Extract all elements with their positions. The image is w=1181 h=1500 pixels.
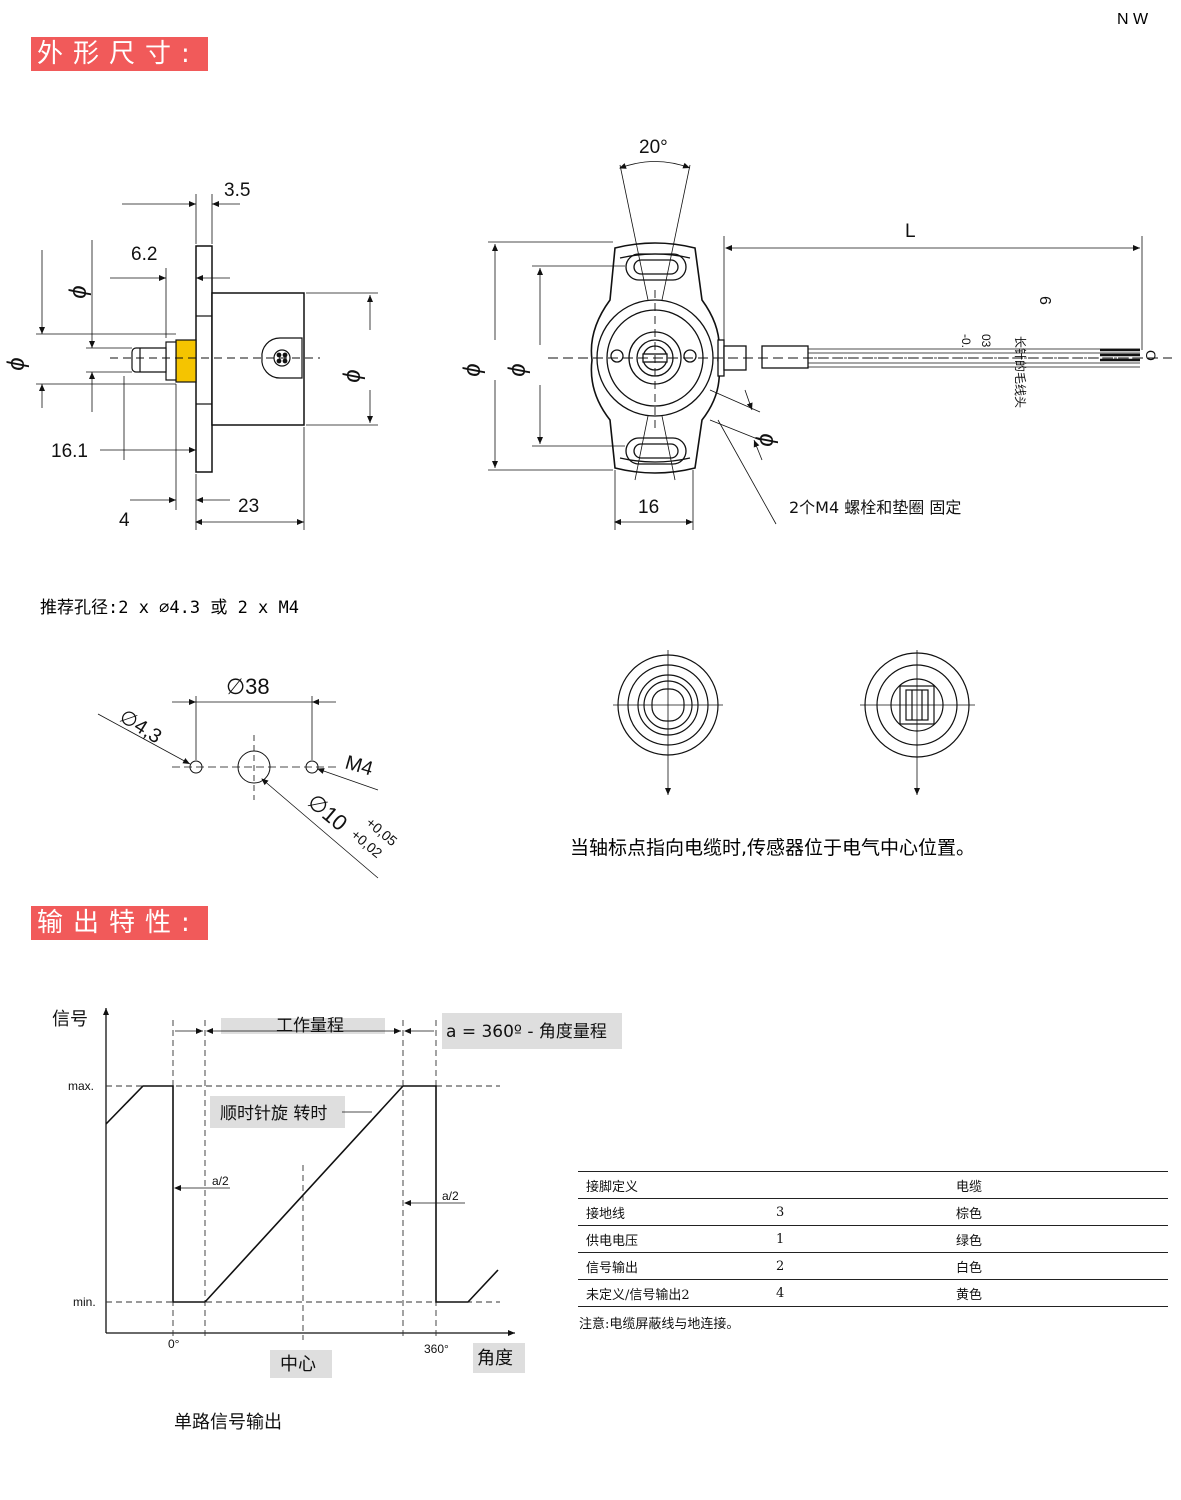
shaft-position-left — [613, 650, 723, 795]
side-view — [36, 194, 378, 530]
y-axis-label: 信号 — [52, 1009, 88, 1030]
mount-slot-top — [625, 253, 687, 281]
table-cell: 供电电压 — [578, 1225, 768, 1253]
center-hole — [237, 750, 271, 784]
table-header-cell — [768, 1171, 948, 1199]
side-view-labels: 3.5 6.2 ϕ ϕ ϕ 16.1 4 23 — [3, 180, 366, 531]
dim-6: 6 — [1036, 296, 1053, 305]
table-cell: 4 — [768, 1279, 948, 1307]
dim-phi-hole: ϕ — [752, 433, 779, 446]
dim-phi-collar: ϕ — [3, 357, 30, 370]
full-label: 360° — [424, 1342, 449, 1356]
table-cell: 黄色 — [948, 1279, 1168, 1307]
table-cell: 未定义/信号输出2 — [578, 1279, 768, 1307]
table-header-row: 接脚定义 电缆 — [578, 1171, 1168, 1199]
min-label: min. — [73, 1295, 96, 1309]
front-view — [488, 161, 1172, 530]
table-cell: 2 — [768, 1252, 948, 1280]
dim-10: ∅10 — [303, 789, 353, 836]
table-header-cell: 接脚定义 — [578, 1171, 768, 1199]
dim-16: 16 — [638, 497, 659, 518]
hole-left — [189, 760, 203, 774]
table-row: 未定义/信号输出2 4 黄色 — [578, 1279, 1168, 1307]
table-header-cell: 电缆 — [948, 1171, 1168, 1199]
table-cell: 3 — [768, 1198, 948, 1226]
chart-caption: 单路信号输出 — [174, 1412, 282, 1433]
output-chart-labels: 信号 角度 max. min. 0° 360° 中心 工作量程 a = 360º… — [52, 1009, 607, 1433]
table-cell: 绿色 — [948, 1225, 1168, 1253]
dim-16-1: 16.1 — [51, 441, 88, 462]
x-axis-label: 角度 — [477, 1348, 513, 1369]
corner-mark: N W — [1117, 11, 1149, 28]
hole-pattern — [97, 696, 379, 879]
table-row: 信号输出 2 白色 — [578, 1252, 1168, 1280]
shaft — [131, 347, 167, 373]
output-section-title: 输出特性: — [31, 906, 208, 940]
cable-sleeve — [761, 345, 809, 369]
position-note: 当轴标点指向电缆时,传感器位于电气中心位置。 — [570, 837, 975, 859]
dim-L: L — [905, 221, 916, 242]
half-a-left: a/2 — [212, 1174, 229, 1188]
dimensions-section-title: 外形尺寸: — [31, 37, 208, 71]
mount-slot-bottom — [625, 437, 687, 465]
center-label: 中心 — [280, 1354, 316, 1375]
table-cell: 白色 — [948, 1252, 1168, 1280]
shaft-collar — [175, 339, 197, 383]
table-cell: 1 — [768, 1225, 948, 1253]
dim-phi-inner: ϕ — [504, 363, 531, 376]
cable-text-1: -0. — [959, 334, 973, 348]
rotation-label: 顺时针旋 转时 — [220, 1104, 327, 1124]
dim-23: 23 — [238, 496, 259, 517]
half-a-right: a/2 — [442, 1189, 459, 1203]
flange-plate — [195, 245, 213, 473]
shaft-position-views — [613, 650, 975, 795]
table-cell: 棕色 — [948, 1198, 1168, 1226]
dim-38: ∅38 — [226, 674, 270, 699]
dim-3-5: 3.5 — [224, 180, 250, 201]
dim-m4: M4 — [343, 752, 376, 781]
dim-phi-shaft: ϕ — [65, 285, 92, 298]
table-row: 供电电压 1 绿色 — [578, 1225, 1168, 1253]
pin-table: 接脚定义 电缆 接地线 3 棕色 供电电压 1 绿色 信号输出 2 白色 未定义… — [578, 1171, 1168, 1307]
table-cell: 接地线 — [578, 1198, 768, 1226]
dim-phi-housing: ϕ — [339, 369, 366, 382]
mount-note: 2个M4 螺栓和垫圈 固定 — [789, 498, 961, 517]
front-view-labels: 20° L 6 ϕ ϕ ϕ 16 -0. 03 长针的毛线头 O 2个M4 螺栓… — [459, 137, 1159, 518]
cable-text-2: 03 — [979, 334, 993, 348]
shaft-position-right — [860, 650, 975, 795]
dim-6-2: 6.2 — [131, 244, 157, 265]
cable-text-4: O — [1143, 350, 1159, 361]
dim-20deg: 20° — [639, 137, 668, 158]
signal-curve — [105, 1085, 499, 1303]
table-note: 注意:电缆屏蔽线与地连接。 — [579, 1317, 740, 1332]
hole-pattern-title: 推荐孔径:2 x ∅4.3 或 2 x M4 — [40, 598, 299, 618]
dim-phi-outer: ϕ — [459, 363, 486, 376]
cable-text-3: 长针的毛线头 — [1013, 336, 1028, 408]
output-chart — [103, 1008, 622, 1378]
working-range-label: 工作量程 — [276, 1016, 344, 1036]
hole-right — [305, 760, 319, 774]
formula-label: a = 360º - 角度量程 — [446, 1022, 607, 1042]
table-row: 接地线 3 棕色 — [578, 1198, 1168, 1226]
dim-4: 4 — [119, 510, 130, 531]
table-cell: 信号输出 — [578, 1252, 768, 1280]
zero-label: 0° — [168, 1337, 180, 1351]
dim-4-3: ∅4,3 — [115, 706, 165, 749]
max-label: max. — [68, 1079, 94, 1093]
